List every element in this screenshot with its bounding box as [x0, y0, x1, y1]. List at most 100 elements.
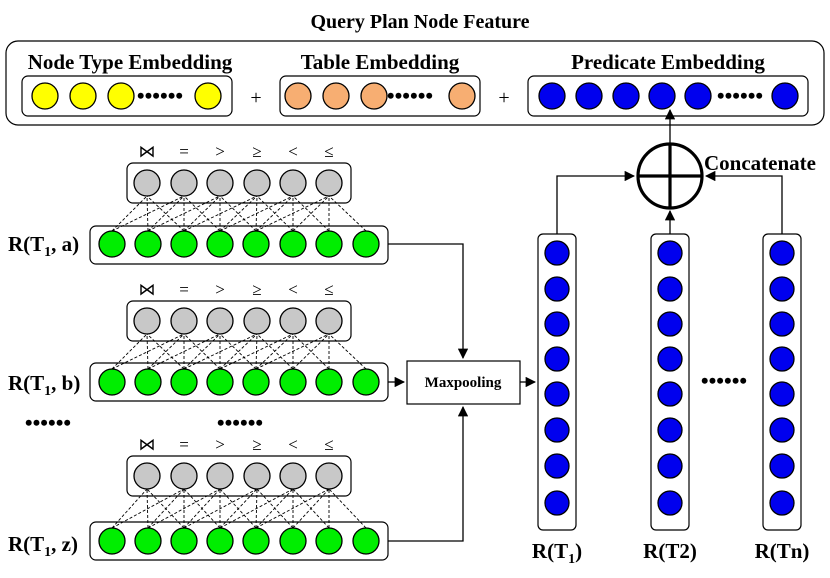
operator-value-connection — [255, 195, 330, 232]
operator-value-connection — [219, 195, 257, 232]
predicate-encoder-z: ⋈=>≥<≤ — [89, 435, 389, 561]
column-cell — [769, 490, 795, 516]
operator-label: ≥ — [252, 435, 261, 454]
operator-label: ≤ — [324, 142, 333, 161]
operator-value-connection — [146, 333, 149, 370]
column-ellipsis: •••••• — [701, 368, 747, 393]
operator-value-connection — [111, 488, 148, 529]
operator-value-connection — [255, 333, 258, 370]
value-cell — [98, 230, 126, 258]
column-cell — [657, 311, 683, 337]
value-cell — [98, 527, 126, 555]
column-cell — [544, 311, 570, 337]
operator-cell — [279, 462, 307, 490]
value-cell — [134, 368, 162, 396]
column-cell — [657, 453, 683, 479]
operator-value-connection — [292, 488, 330, 529]
column-cell — [544, 381, 570, 407]
operator-label: < — [288, 142, 298, 161]
node-type-embedding-ellipsis: •••••• — [137, 83, 183, 108]
column-cell — [769, 276, 795, 302]
node-type-embedding-vector — [31, 82, 222, 110]
node-type-embedding-cell — [107, 82, 135, 110]
column-cell — [769, 417, 795, 443]
operator-label: ⋈ — [139, 142, 156, 161]
operator-cell — [315, 307, 343, 335]
operator-label: ≥ — [252, 142, 261, 161]
predicate-embedding-title: Predicate Embedding — [571, 50, 765, 74]
column-cell — [544, 417, 570, 443]
operator-label: = — [179, 142, 189, 161]
operator-value-connection — [146, 488, 149, 529]
node-type-embedding-cell — [69, 82, 97, 110]
predicate-label-b: R(T1, b) — [8, 371, 80, 399]
operator-value-connection — [111, 488, 185, 529]
arrow-tn-to-concat — [704, 170, 783, 234]
operator-cell — [170, 307, 198, 335]
column-cell — [769, 346, 795, 372]
column-cell — [657, 381, 683, 407]
value-cell — [170, 230, 198, 258]
operator-value-connection — [256, 488, 294, 529]
column-cell — [544, 276, 570, 302]
operator-value-connection — [111, 195, 185, 232]
value-cell — [352, 230, 380, 258]
column-cell — [657, 417, 683, 443]
column-vector-tn — [762, 233, 802, 531]
operator-label: > — [215, 280, 225, 299]
operator-cell — [133, 462, 161, 490]
value-cell — [206, 527, 234, 555]
operator-value-connection — [183, 488, 221, 529]
column-label-t1: R(T1) — [532, 539, 582, 567]
value-cell — [352, 368, 380, 396]
column-cell — [544, 453, 570, 479]
column-label-t2: R(T2) — [643, 539, 697, 563]
column-cell — [769, 311, 795, 337]
column-cell — [544, 240, 570, 266]
predicate-embedding-cell — [612, 82, 640, 110]
operator-value-connection — [146, 333, 185, 370]
column-cell — [769, 453, 795, 479]
operator-value-connection — [146, 195, 149, 232]
value-cell — [98, 368, 126, 396]
operator-value-connection — [256, 333, 294, 370]
operator-label: ≤ — [324, 435, 333, 454]
operator-label: > — [215, 142, 225, 161]
node-type-embedding-cell — [31, 82, 59, 110]
operator-value-connection — [183, 488, 258, 529]
operator-value-connection — [328, 488, 367, 529]
column-cell — [769, 381, 795, 407]
operator-cell — [243, 307, 271, 335]
value-cell — [242, 527, 270, 555]
operator-value-connection — [255, 488, 258, 529]
arrow-a-to-maxpool — [388, 243, 469, 360]
table-embedding-cell — [448, 82, 476, 110]
operator-value-connection — [111, 195, 148, 232]
plus-sign-2: + — [498, 87, 509, 109]
predicate-embedding-cell — [648, 82, 676, 110]
operator-value-connection — [219, 333, 257, 370]
predicate-encoder-a: ⋈ = > ≥ < ≤ — [89, 142, 389, 265]
column-cell — [769, 240, 795, 266]
predicate-embedding-vector — [538, 82, 799, 110]
predicate-encoders: ⋈=>≥<≤⋈=>≥<≤⋈=>≥<≤ — [89, 142, 389, 561]
column-cell — [657, 490, 683, 516]
operator-cell — [315, 169, 343, 197]
operator-value-connection — [292, 195, 330, 232]
value-cell — [315, 230, 343, 258]
value-cell — [315, 368, 343, 396]
predicate-embedding-ellipsis: •••••• — [717, 83, 763, 108]
diagram-title: Query Plan Node Feature — [310, 11, 529, 33]
operator-value-connection — [255, 488, 330, 529]
column-label-tn: R(Tn) — [755, 539, 810, 563]
middle-ellipsis: •••••• — [217, 410, 263, 435]
operator-label: ≤ — [324, 280, 333, 299]
operator-label: = — [179, 435, 189, 454]
predicate-embedding-cell — [575, 82, 603, 110]
operator-value-connection — [111, 333, 185, 370]
value-cell — [279, 368, 307, 396]
operator-cell — [133, 169, 161, 197]
operator-cell — [206, 462, 234, 490]
predicate-label-a: R(T1, a) — [8, 232, 79, 260]
